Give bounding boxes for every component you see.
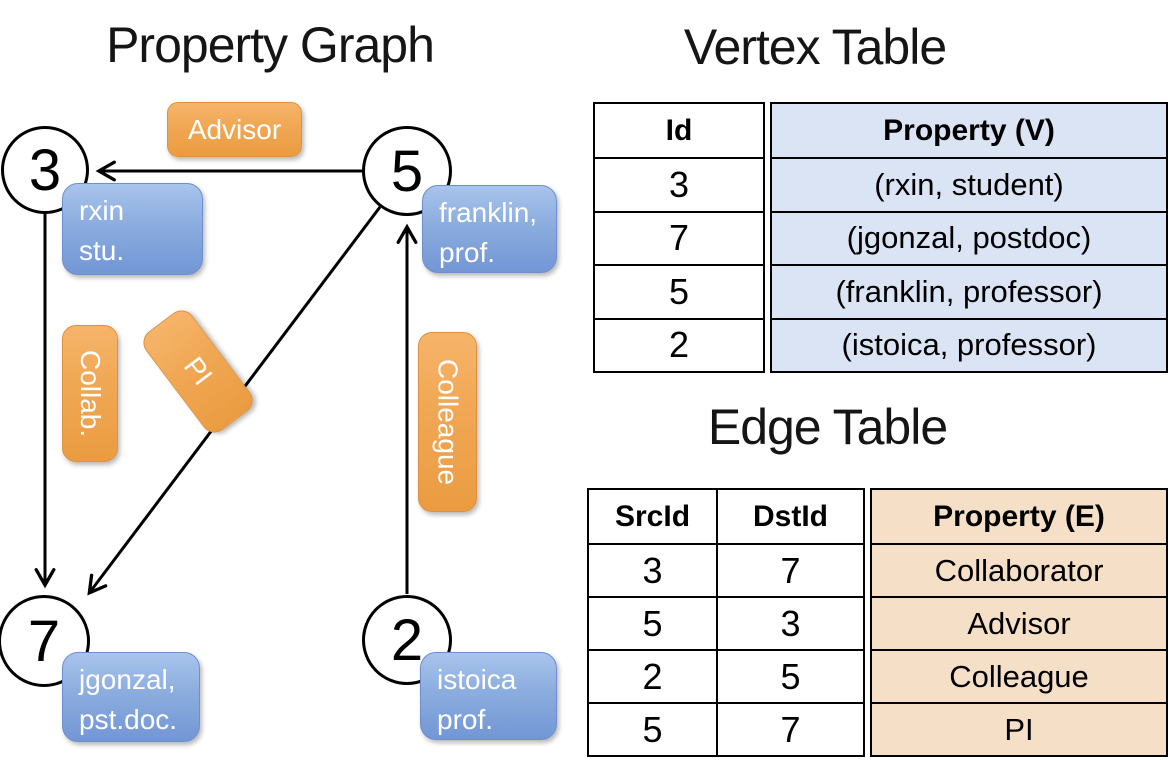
vertex-circle-5: 5 [362,126,452,216]
vertex-callout-jgonzal: jgonzal, pst.doc. [62,652,200,742]
edge-table-src-cell: 2 [589,649,716,702]
edge-table-property-cell: Advisor [872,596,1166,649]
vertex-callout-istoica: istoica prof. [420,652,557,740]
edge-table-src-cell: 5 [589,596,716,649]
vertex-callout-franklin: franklin, prof. [422,185,557,273]
vertex-circle-2: 2 [362,595,452,685]
vertex-id-7: 7 [27,608,61,674]
vertex-table-id-column: Id 3 7 5 2 [593,102,765,373]
vertex-table-property-cell: (istoica, professor) [772,317,1166,371]
property-graph-title: Property Graph [106,17,435,73]
edge-table-property-cell: Collaborator [872,543,1166,596]
edge-label-advisor: Advisor [167,102,302,157]
vertex-table-header-property: Property (V) [772,104,1166,157]
vertex-id-5: 5 [390,138,424,204]
vertex-table-property-column: Property (V) (rxin, student) (jgonzal, p… [770,102,1168,373]
edge-table-dst-cell: 7 [716,702,863,755]
vertex-table-header-id: Id [665,113,693,147]
vertex-table-id-cell: 7 [595,210,763,265]
vertex-table-title: Vertex Table [683,19,947,75]
edge-table-title: Edge Table [707,399,948,455]
edge-table-dst-cell: 5 [716,649,863,702]
edge-label-colleague: Colleague [418,332,477,512]
vertex-table-id-cell: 2 [595,317,763,372]
edge-table-dst-cell: 7 [716,543,863,596]
vertex-callout-rxin: rxin stu. [62,183,203,275]
edge-table-property-column: Property (E) Collaborator Advisor Collea… [870,488,1168,757]
vertex-table-id-cell: 5 [595,264,763,318]
edge-table-dst-cell: 3 [716,596,863,649]
vertex-id-3: 3 [28,137,62,203]
edge-table-property-cell: Colleague [872,649,1166,702]
edge-label-collab: Collab. [62,325,118,462]
vertex-table-property-cell: (rxin, student) [772,157,1166,211]
edge-table-property-cell: PI [872,702,1166,755]
edge-table-header-property: Property (E) [872,490,1166,543]
vertex-id-2: 2 [390,607,424,673]
edge-table-header-dstid: DstId [716,490,863,543]
edge-table-src-cell: 5 [589,702,716,755]
vertex-table-id-cell: 3 [595,157,763,211]
edge-table-src-cell: 3 [589,543,716,596]
edge-table-header-srcid: SrcId [614,499,691,533]
edge-table-id-columns: SrcId DstId 3 7 5 3 2 5 5 7 [587,488,865,757]
vertex-table-property-cell: (franklin, professor) [772,264,1166,318]
vertex-table-property-cell: (jgonzal, postdoc) [772,210,1166,264]
